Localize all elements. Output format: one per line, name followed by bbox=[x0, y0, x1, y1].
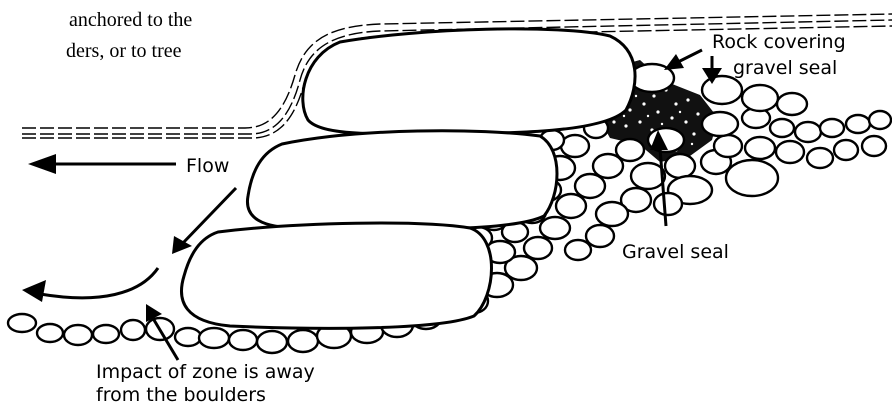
top-boulder bbox=[303, 29, 635, 134]
rock-covering-arrow-left bbox=[664, 50, 702, 70]
impact-label-line2: from the boulders bbox=[96, 384, 266, 406]
flow-arrow bbox=[28, 154, 176, 174]
impact-label-line1: Impact of zone is away bbox=[96, 361, 315, 383]
rock-covering-label-line1: Rock covering bbox=[712, 31, 846, 53]
gravel-seal-label: Gravel seal bbox=[622, 241, 729, 263]
curved-impact-arrow bbox=[22, 268, 158, 302]
intro-line-1: anchored to the bbox=[69, 9, 192, 31]
flow-label: Flow bbox=[186, 155, 229, 177]
intro-line-2: ders, or to tree bbox=[66, 40, 182, 62]
intro-text: anchored to the ders, or to tree bbox=[66, 9, 192, 62]
middle-boulder bbox=[247, 131, 557, 230]
bottom-boulder bbox=[181, 223, 491, 328]
rock-covering-label-line2: gravel seal bbox=[733, 57, 837, 79]
